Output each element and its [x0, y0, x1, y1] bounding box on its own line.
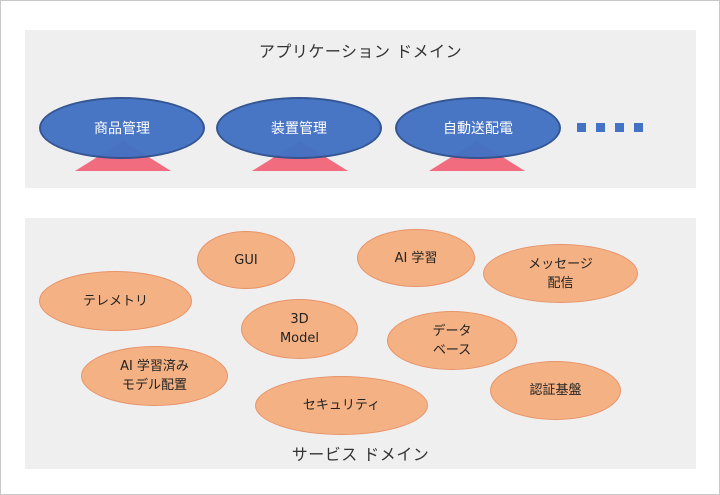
app-item: 商品管理: [39, 97, 205, 159]
service-domain-title: サービス ドメイン: [291, 445, 430, 464]
app-item: 自動送配電: [395, 97, 561, 159]
service-gui: GUI: [197, 231, 295, 289]
service-telemetry: テレメトリ: [39, 271, 192, 331]
service-3d-model: 3D Model: [241, 299, 358, 359]
more-dot: [596, 123, 605, 132]
app-item: 装置管理: [216, 97, 382, 159]
service-database: データ ベース: [387, 311, 517, 370]
more-dot: [577, 123, 586, 132]
service-auth: 認証基盤: [490, 361, 621, 420]
more-dot: [634, 123, 643, 132]
service-security: セキュリティ: [255, 376, 428, 435]
service-ai-model-deploy: AI 学習済み モデル配置: [81, 346, 228, 406]
application-domain-title: アプリケーション ドメイン: [258, 42, 463, 61]
more-dot: [615, 123, 624, 132]
service-messaging: メッセージ 配信: [483, 244, 638, 303]
service-ai-learning: AI 学習: [357, 229, 475, 287]
